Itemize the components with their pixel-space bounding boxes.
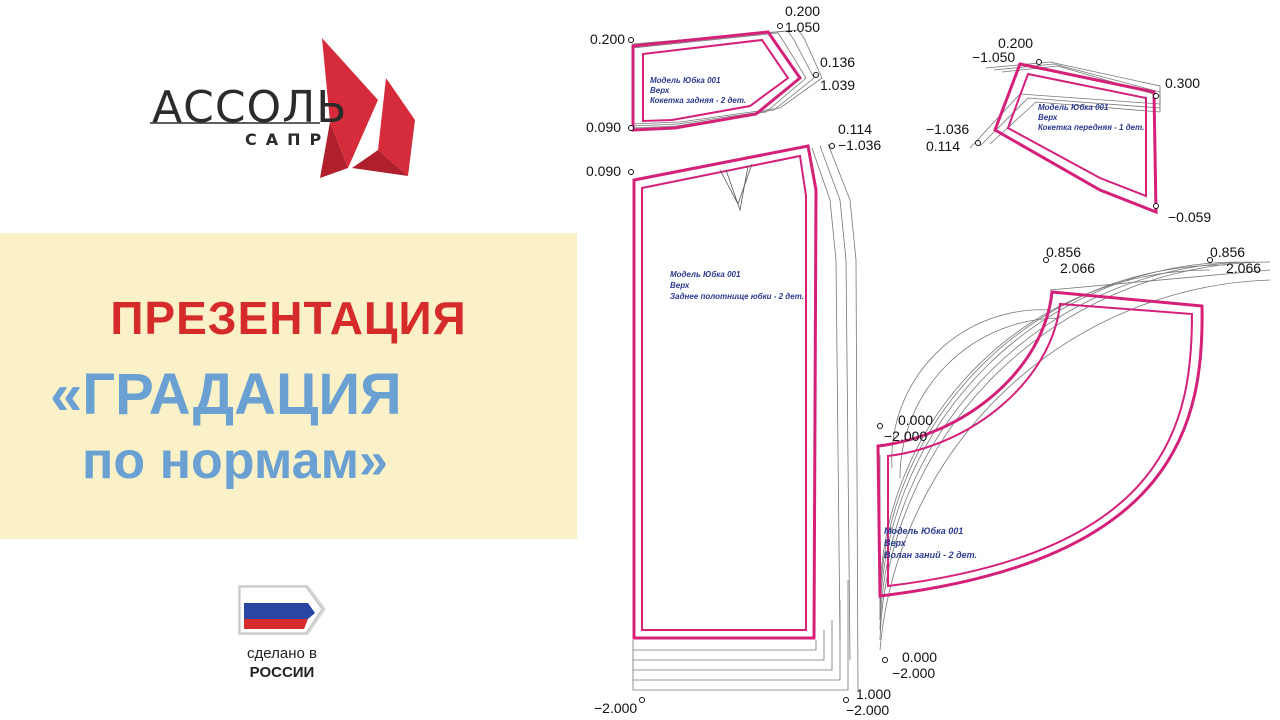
piece-label-line2: Верх [670, 281, 690, 290]
title-banner: ПРЕЗЕНТАЦИЯ «ГРАДАЦИЯ по нормам» [0, 233, 577, 539]
back-panel-piece: Модель Юбка 001 Верх Заднее полотнище юб… [632, 143, 859, 691]
grading-value: 0.114 [926, 138, 960, 154]
piece-label-line1: Модель Юбка 001 [670, 270, 741, 279]
grading-value: 0.000 [902, 649, 937, 665]
grading-value: 0.856 [1046, 244, 1081, 260]
piece-label-line2: Верх [1038, 113, 1058, 122]
grading-value: 1.000 [856, 686, 891, 702]
grading-value: 0.200 [998, 35, 1033, 51]
grading-value: 0.090 [586, 119, 621, 135]
piece-label-line1: Модель Юбка 001 [1038, 103, 1109, 112]
banner-title-line1: ПРЕЗЕНТАЦИЯ [110, 292, 467, 344]
grading-value: 0.114 [838, 121, 872, 137]
grading-value: −1.036 [926, 121, 969, 137]
grading-value: −1.036 [838, 137, 881, 153]
piece-label-line3: Кокетка передняя - 1 дет. [1038, 123, 1144, 132]
front-yoke-piece: Модель Юбка 001 Верх Кокетка передняя - … [969, 61, 1161, 215]
flounce-piece: Модель Юбка 001 Верх Волан заний - 2 дет… [876, 261, 1271, 651]
grading-value: −2.000 [594, 700, 637, 716]
grading-value: −2.000 [846, 702, 889, 718]
piece-label-line3: Волан заний - 2 дет. [884, 550, 977, 560]
piece-label-line1: Модель Юбка 001 [884, 526, 963, 536]
russia-flag-icon [236, 583, 328, 643]
grading-value: 0.300 [1165, 75, 1200, 91]
piece-label-line1: Модель Юбка 001 [650, 76, 721, 85]
piece-label-line2: Верх [884, 538, 907, 548]
sail-icon [150, 38, 415, 178]
grading-value: 0.136 [820, 54, 855, 70]
back-yoke-piece: Модель Юбка 001 Верх Кокетка задняя - 2 … [631, 29, 823, 132]
grading-value: 1.050 [785, 19, 820, 35]
grading-value: 0.000 [898, 412, 933, 428]
grading-value: −2.000 [884, 428, 927, 444]
pattern-drawing: Модель Юбка 001 Верх Кокетка задняя - 2 … [586, 3, 1271, 718]
grading-value: 0.200 [785, 3, 820, 19]
grading-value: 2.066 [1060, 260, 1095, 276]
logo: АССОЛЬ САПР [140, 30, 440, 190]
grading-value: 2.066 [1226, 260, 1261, 276]
made-in-label: сделано в [247, 645, 317, 662]
grading-value: −0.059 [1168, 209, 1211, 225]
piece-label-line3: Заднее полотнище юбки - 2 дет. [670, 292, 804, 301]
grading-markers [628, 23, 1213, 703]
grading-value: −1.050 [972, 49, 1015, 65]
made-in-country: РОССИИ [249, 664, 315, 681]
logo-word: АССОЛЬ [152, 82, 348, 133]
piece-label-line3: Кокетка задняя - 2 дет. [650, 96, 746, 105]
banner-title-line2: «ГРАДАЦИЯ [50, 362, 402, 427]
grading-values: 0.200 0.200 1.050 0.136 1.039 0.090 0.20… [586, 3, 1261, 718]
logo-subtitle: САПР [245, 130, 331, 149]
banner-title-line3: по нормам» [82, 432, 388, 490]
grading-value: 0.856 [1210, 244, 1245, 260]
grading-value: 1.039 [820, 77, 855, 93]
grading-value: −2.000 [892, 665, 935, 681]
piece-label-line2: Верх [650, 86, 670, 95]
grading-value: 0.200 [590, 31, 625, 47]
grading-value: 0.090 [586, 163, 621, 179]
